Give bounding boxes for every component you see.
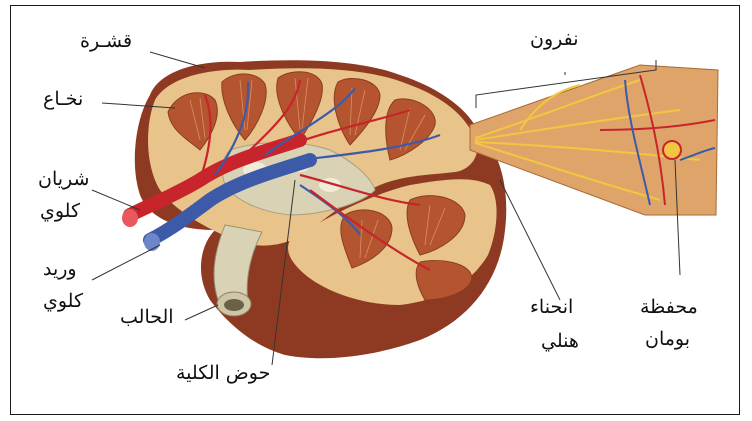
label-bowman-capsule-line2: بومان: [645, 328, 690, 351]
nephron-tissue: [470, 65, 718, 215]
label-nephron: نفرون: [530, 28, 579, 51]
label-medulla: نخـاع: [43, 88, 83, 111]
label-loop-of-henle-line2: هنلي: [541, 330, 579, 353]
label-bowman-capsule-line1: محفظة: [640, 296, 698, 319]
label-renal-vein-line2: كلوي: [43, 290, 83, 313]
label-renal-vein-line1: وريد: [43, 258, 77, 281]
label-ureter: الحالب: [120, 306, 174, 329]
label-renal-artery-line2: كلوي: [40, 200, 80, 223]
label-renal-pelvis: حوض الكلية: [176, 362, 270, 385]
bowman-capsule-shape: [663, 141, 681, 159]
label-loop-of-henle-line1: انحناء: [530, 296, 573, 319]
label-cortex: قشـرة: [80, 30, 132, 53]
label-renal-artery-line1: شريان: [38, 168, 89, 191]
